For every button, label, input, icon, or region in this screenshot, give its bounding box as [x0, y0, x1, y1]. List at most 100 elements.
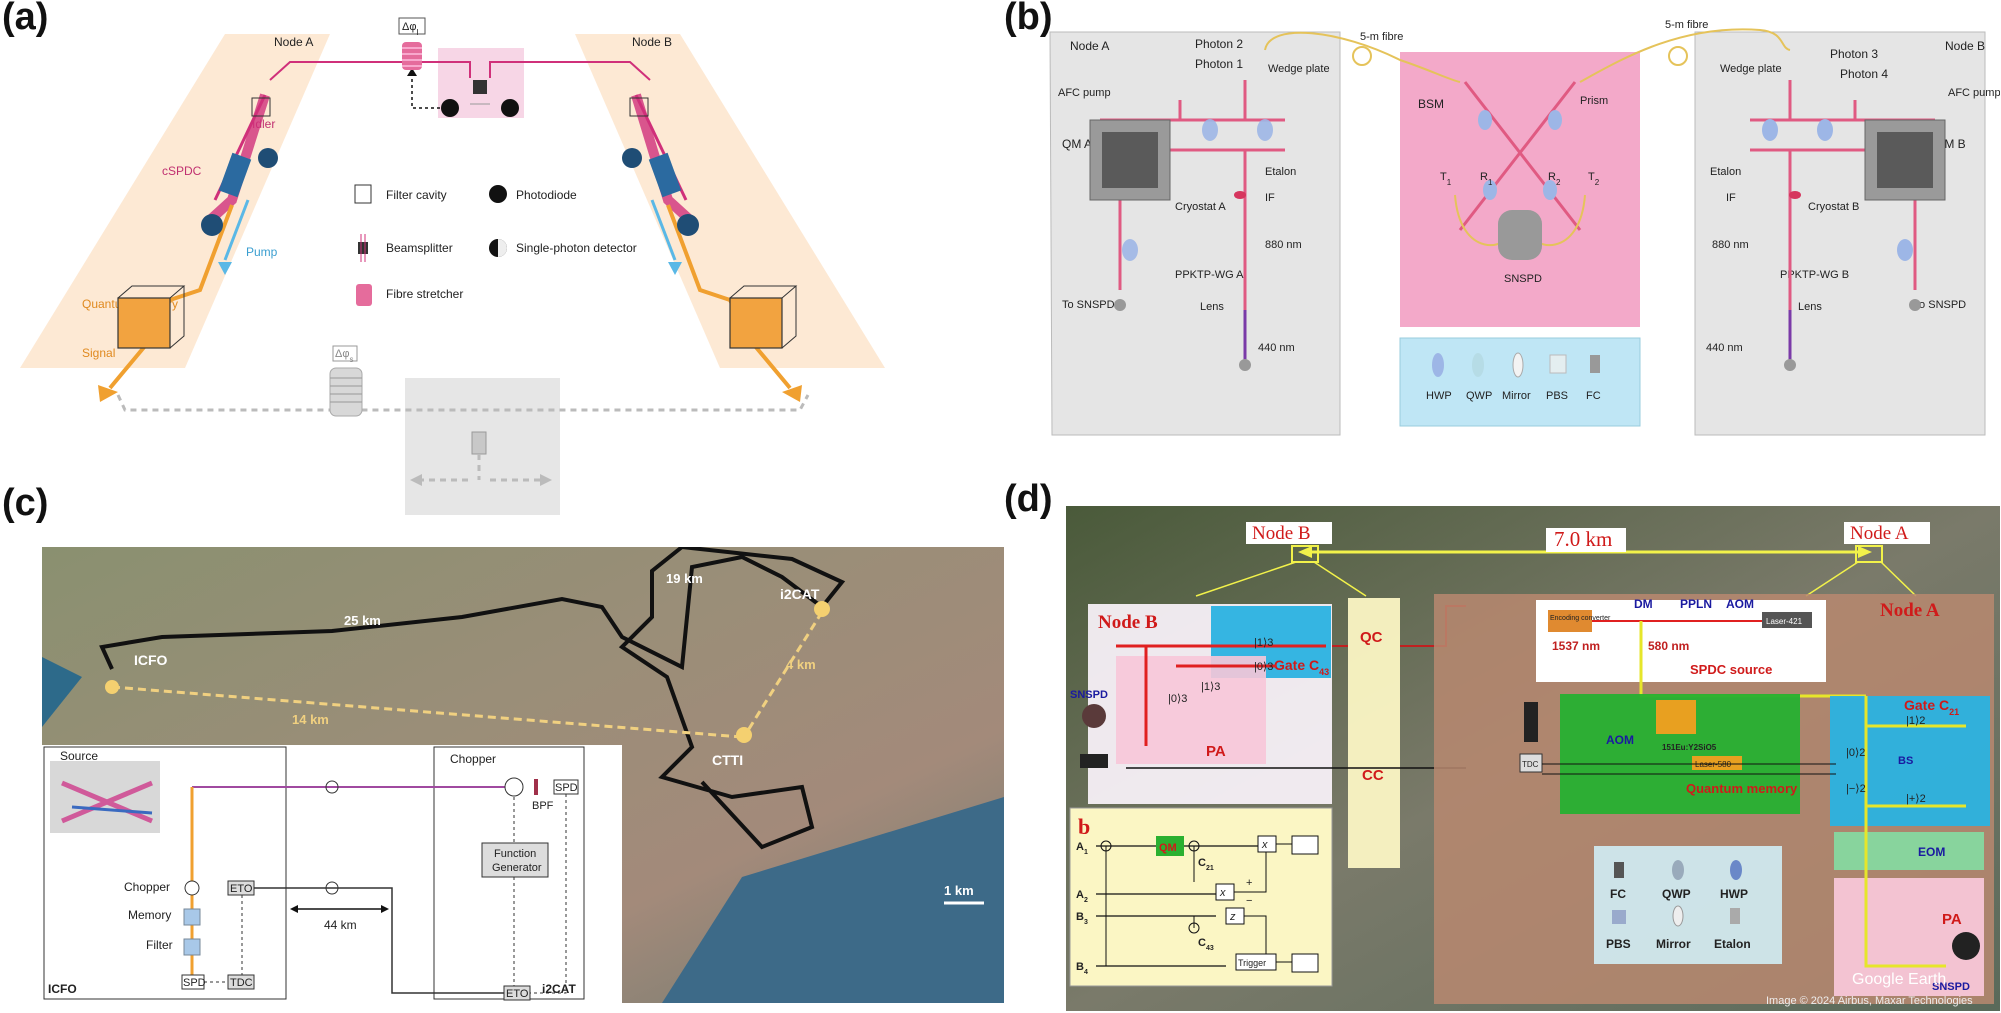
pump-label: Pump	[246, 245, 278, 259]
distance-d-label: 7.0 km	[1554, 527, 1612, 551]
pump-laser-a	[218, 152, 252, 198]
quantum-memory-a	[117, 285, 186, 349]
node-a-label: Node A	[274, 35, 313, 49]
legend-mirror: Mirror	[1502, 390, 1531, 402]
node-a-label-d: Node A	[1880, 600, 1940, 621]
snspd-label: SNSPD	[1504, 273, 1542, 285]
spd-left-label: SPD	[183, 977, 206, 989]
photon2-label: Photon 2	[1195, 37, 1243, 51]
phase-top: ΔφI	[402, 21, 419, 37]
legend-hwp-d: HWP	[1720, 887, 1748, 901]
beamsplitter-a	[473, 80, 487, 94]
memory-label: Memory	[128, 908, 171, 922]
if-a-label: IF	[1265, 192, 1275, 204]
legend-qwp-d: QWP	[1662, 887, 1691, 901]
spd-right	[501, 99, 519, 117]
nm440-a-label: 440 nm	[1258, 342, 1295, 354]
ket1-3b-label: |1⟩3	[1201, 681, 1220, 693]
legend-d-board	[1594, 846, 1782, 964]
to-snspd-a-label: To SNSPD	[1062, 299, 1115, 311]
eom-label: EOM	[1918, 845, 1945, 859]
cryo-a-label: Cryostat A	[1175, 201, 1226, 213]
qc-cc-column	[1348, 598, 1400, 868]
pa-left-region	[1116, 656, 1266, 764]
panel-label-d: (d)	[1004, 478, 1053, 520]
etalon-b-label: Etalon	[1710, 166, 1741, 178]
km4-label: 4 km	[786, 657, 816, 672]
spdc-source-label: SPDC source	[1690, 662, 1772, 677]
panel-a-diagram: ΔφI Node A Node B Idler cSPDC Pump Quant…	[20, 17, 885, 515]
afc-b-label: AFC pump	[1948, 87, 2000, 99]
km25-label: 25 km	[344, 613, 381, 628]
plus-label: +	[1246, 877, 1252, 889]
lens-b-label: Lens	[1798, 301, 1822, 313]
cryo-b-label: Cryostat B	[1808, 201, 1859, 213]
qm-a-label: QM A	[1062, 137, 1092, 151]
ket0-2-label: |0⟩2	[1846, 747, 1865, 759]
fibre-left-label: 5-m fibre	[1360, 31, 1403, 43]
a2-label: A2	[1076, 889, 1088, 904]
quantum-memory-label-d: Quantum memory	[1686, 781, 1798, 796]
r2-label: R2	[1548, 171, 1561, 187]
pa-left-label: PA	[1206, 743, 1226, 760]
gate-c43-label: Gate C43	[1274, 657, 1329, 677]
ctti-map-label: CTTI	[712, 752, 743, 768]
chopper-right-label: Chopper	[450, 752, 496, 766]
to-snspd-b-label: to SNSPD	[1916, 299, 1966, 311]
function-generator-label-1: Function	[494, 848, 536, 860]
wedge-b-label: Wedge plate	[1720, 63, 1782, 75]
eom-region	[1834, 832, 1984, 870]
x-op-label-1: x	[1219, 887, 1226, 899]
photon1-label: Photon 1	[1195, 57, 1243, 71]
legend-hwp: HWP	[1426, 390, 1452, 402]
t2-label: T2	[1588, 171, 1600, 187]
lens-a-label: Lens	[1200, 301, 1224, 313]
fibre-right-label: 5-m fibre	[1665, 20, 1708, 31]
filter-label: Filter	[146, 938, 173, 952]
legend-photodiode: Photodiode	[516, 188, 577, 202]
ppktp-b-label: PPKTP-WG B	[1780, 269, 1849, 281]
cc-label: CC	[1362, 767, 1384, 784]
km14-label: 14 km	[292, 712, 329, 727]
node-b-board	[1694, 31, 1986, 436]
image-credit: Image © 2024 Airbus, Maxar Technologies	[1766, 995, 1973, 1007]
panel-label-b: (b)	[1004, 0, 1053, 38]
ppln-label: PPLN	[1680, 597, 1712, 611]
distance-c-label: 44 km	[324, 918, 357, 932]
legend-pbs: PBS	[1546, 390, 1568, 402]
legend-b-board	[1399, 337, 1641, 427]
km19-label: 19 km	[666, 571, 703, 586]
panel-d-diagram: Node B Node A 7.0 km Node B Gate C43 |1⟩…	[1066, 506, 2000, 1011]
node-b-label-d: Node B	[1098, 612, 1158, 633]
panel-label-c: (c)	[2, 482, 49, 524]
pa-right-label: PA	[1942, 911, 1962, 928]
phase-bottom: Δφs	[335, 348, 353, 364]
pump-laser-b	[648, 152, 682, 198]
panel-label-a: (a)	[2, 0, 49, 38]
nm880-a-label: 880 nm	[1265, 239, 1302, 251]
ket0-3-label: |0⟩3	[1254, 661, 1273, 673]
google-earth-watermark: Google Earth	[1852, 971, 1946, 988]
nm580-label: 580 nm	[1648, 639, 1689, 653]
nm440-b-label: 440 nm	[1706, 342, 1743, 354]
b4-label: B4	[1076, 961, 1088, 976]
function-generator	[481, 842, 549, 878]
i2cat-box-label: i2CAT	[542, 982, 576, 996]
snspd-right-label: SNSPD	[1932, 981, 1970, 993]
ketm-2-label: |−⟩2	[1846, 783, 1866, 795]
legend-spd: Single-photon detector	[516, 241, 637, 255]
fibre-stretcher-top	[402, 42, 422, 70]
icfo-box	[43, 746, 287, 1000]
qm-inset-label: QM	[1159, 842, 1177, 854]
afc-a-label-1: AFC pump	[1058, 87, 1111, 99]
photon3-label: Photon 3	[1830, 47, 1878, 61]
wedge-a-label: Wedge plate	[1268, 63, 1330, 75]
nm1537-label: 1537 nm	[1552, 639, 1600, 653]
bsm-label: BSM	[1418, 97, 1444, 111]
node-b-top-label: Node B	[1252, 523, 1311, 544]
bpf-label: BPF	[532, 800, 554, 812]
icfo-map-label: ICFO	[134, 652, 168, 668]
legend-beamsplitter: Beamsplitter	[386, 241, 453, 255]
chopper-left-label: Chopper	[124, 880, 170, 894]
ket1-2-label: |1⟩2	[1906, 715, 1925, 727]
